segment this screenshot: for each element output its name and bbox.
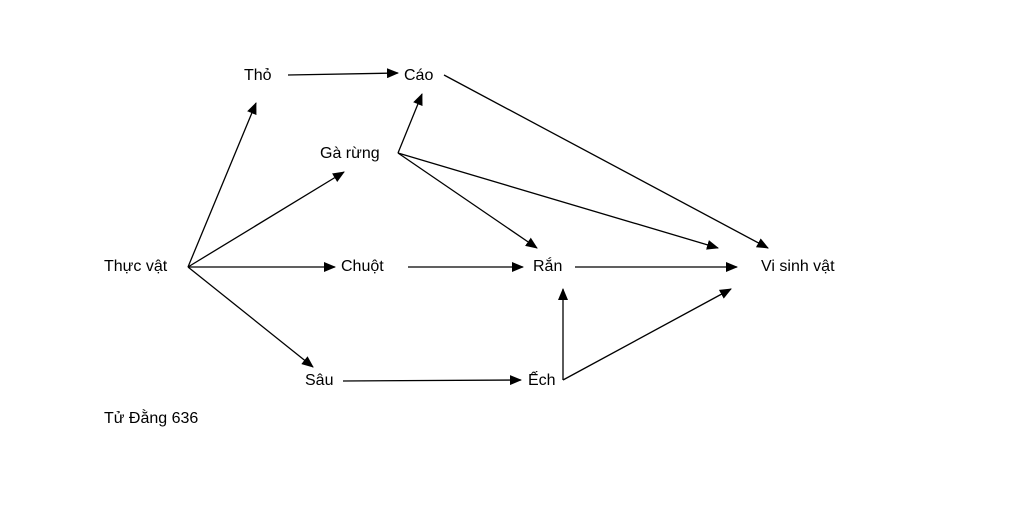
arrow-ga-rung-to-ran <box>397 152 538 249</box>
author-caption: Tử Đằng 636 <box>104 410 199 427</box>
arrow-ech-to-vi-sinh-vat <box>562 288 732 381</box>
node-tho: Thỏ <box>244 67 272 84</box>
arrow-thuc-vat-to-tho <box>187 102 257 268</box>
arrow-tho-to-cao <box>287 68 399 79</box>
node-vi-sinh-vat: Vi sinh vật <box>761 258 835 275</box>
arrow-ga-rung-to-cao <box>397 93 423 154</box>
node-thuc-vat: Thực vật <box>104 258 168 275</box>
arrow-thuc-vat-to-ga-rung <box>187 171 345 268</box>
arrow-ga-rung-to-vi-sinh-vat <box>397 152 719 250</box>
node-ran: Rắn <box>533 258 563 275</box>
node-sau: Sâu <box>305 372 334 389</box>
arrow-thuc-vat-to-sau <box>187 266 314 368</box>
node-cao: Cáo <box>404 67 434 84</box>
node-ga-rung: Gà rừng <box>320 145 380 162</box>
arrow-cao-to-vi-sinh-vat <box>443 74 769 249</box>
arrow-sau-to-ech <box>342 375 522 386</box>
node-ech: Ếch <box>528 372 556 389</box>
edge-layer <box>187 68 769 386</box>
node-chuot: Chuột <box>341 258 384 275</box>
